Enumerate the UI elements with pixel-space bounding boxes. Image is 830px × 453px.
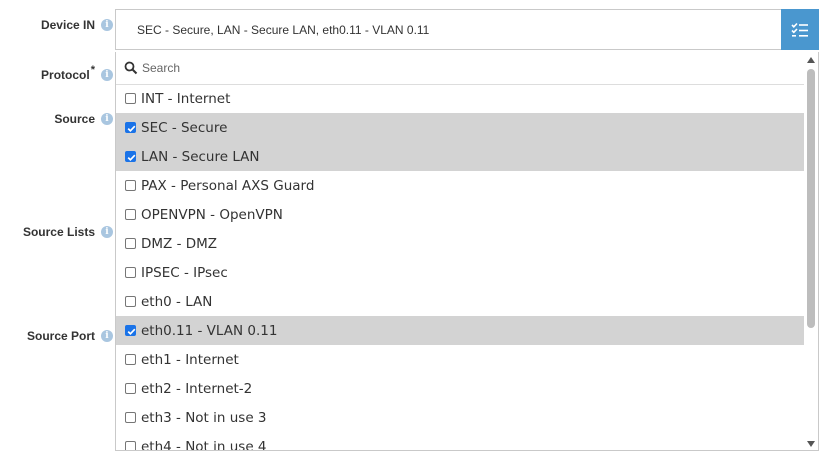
dropdown-option[interactable]: eth2 - Internet-2 [116, 374, 804, 403]
checkbox-checked[interactable] [125, 325, 136, 336]
checkbox[interactable] [125, 441, 136, 450]
option-label: PAX - Personal AXS Guard [141, 177, 315, 194]
protocol-label: Protocol* i [41, 64, 113, 82]
checklist-icon [791, 22, 808, 37]
checkbox[interactable] [125, 209, 136, 220]
checkbox[interactable] [125, 412, 136, 423]
dropdown-option[interactable]: eth3 - Not in use 3 [116, 403, 804, 432]
info-icon[interactable]: i [101, 19, 113, 31]
option-label: eth3 - Not in use 3 [141, 409, 267, 426]
info-icon[interactable]: i [101, 113, 113, 125]
device-in-selected-value: SEC - Secure, LAN - Secure LAN, eth0.11 … [137, 23, 430, 37]
option-label: DMZ - DMZ [141, 235, 218, 252]
dropdown-option[interactable]: SEC - Secure [116, 113, 804, 142]
source-lists-label-text: Source Lists [22, 225, 95, 239]
device-in-label: Device IN i [40, 18, 113, 32]
dropdown-option[interactable]: INT - Internet [116, 84, 804, 113]
select-toggle-button[interactable] [781, 9, 819, 50]
checkbox[interactable] [125, 180, 136, 191]
checkbox[interactable] [125, 238, 136, 249]
checkbox[interactable] [125, 267, 136, 278]
option-label: INT - Internet [141, 90, 231, 107]
device-in-select[interactable]: SEC - Secure, LAN - Secure LAN, eth0.11 … [115, 9, 819, 50]
option-label: SEC - Secure [141, 119, 228, 136]
checkmark-icon [127, 328, 136, 336]
device-in-label-text: Device IN [40, 18, 95, 32]
option-label: eth4 - Not in use 4 [141, 438, 267, 451]
dropdown-option[interactable]: PAX - Personal AXS Guard [116, 171, 804, 200]
search-input[interactable] [140, 60, 744, 76]
scrollbar-thumb[interactable] [807, 69, 815, 328]
dropdown-search [116, 52, 804, 85]
info-icon[interactable]: i [101, 69, 113, 81]
checkbox[interactable] [125, 93, 136, 104]
option-label: eth1 - Internet [141, 351, 239, 368]
source-port-label-text: Source Port [26, 329, 95, 343]
dropdown-option[interactable]: LAN - Secure LAN [116, 142, 804, 171]
protocol-label-text: Protocol [41, 68, 90, 82]
info-icon[interactable]: i [101, 226, 113, 238]
source-lists-label: Source Lists i [22, 225, 113, 239]
scroll-up-arrow[interactable] [807, 57, 815, 63]
checkbox[interactable] [125, 354, 136, 365]
dropdown-option[interactable]: OPENVPN - OpenVPN [116, 200, 804, 229]
info-icon[interactable]: i [101, 330, 113, 342]
scroll-down-arrow[interactable] [807, 441, 815, 447]
dropdown-option[interactable]: IPSEC - IPsec [116, 258, 804, 287]
dropdown-option[interactable]: eth1 - Internet [116, 345, 804, 374]
checkbox-checked[interactable] [125, 151, 136, 162]
checkbox[interactable] [125, 383, 136, 394]
option-label: eth0.11 - VLAN 0.11 [141, 322, 278, 339]
checkmark-icon [127, 154, 136, 162]
search-icon [124, 61, 138, 75]
option-label: IPSEC - IPsec [141, 264, 228, 281]
source-port-label: Source Port i [26, 329, 113, 343]
option-label: eth0 - LAN [141, 293, 213, 310]
dropdown-option[interactable]: eth4 - Not in use 4 [116, 432, 804, 451]
source-label-text: Source [54, 112, 95, 126]
checkbox[interactable] [125, 296, 136, 307]
option-label: eth2 - Internet-2 [141, 380, 253, 397]
option-label: OPENVPN - OpenVPN [141, 206, 283, 223]
dropdown-scrollbar[interactable] [804, 52, 818, 450]
dropdown-option[interactable]: DMZ - DMZ [116, 229, 804, 258]
dropdown-option[interactable]: eth0.11 - VLAN 0.11 [116, 316, 804, 345]
checkmark-icon [127, 125, 136, 133]
source-label: Source i [54, 112, 113, 126]
option-label: LAN - Secure LAN [141, 148, 260, 165]
checkbox-checked[interactable] [125, 122, 136, 133]
required-marker: * [90, 64, 95, 76]
dropdown-option[interactable]: eth0 - LAN [116, 287, 804, 316]
